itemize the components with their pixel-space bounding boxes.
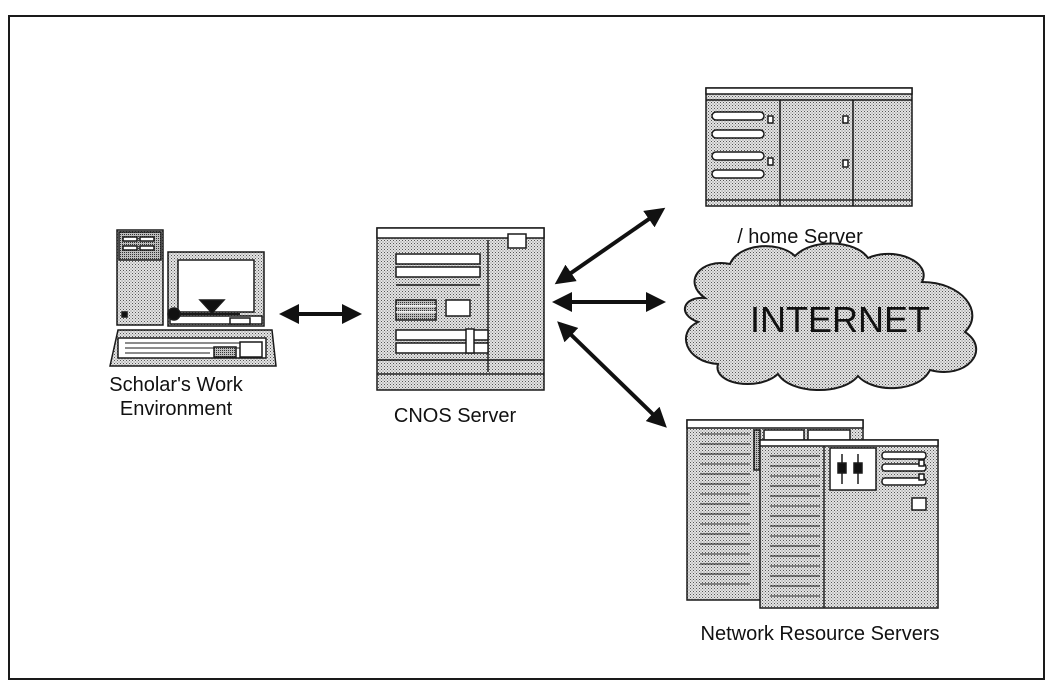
network-resource-servers-icon <box>686 419 939 609</box>
workstation-icon <box>109 229 277 367</box>
home-server-icon <box>705 87 913 207</box>
arrow-cnos-home <box>554 207 666 285</box>
scholar-label-line2: Environment <box>119 398 233 420</box>
scholar-work-environment-label: Scholar's Work Environment <box>96 373 256 421</box>
scholar-label-line1: Scholar's Work <box>109 374 243 396</box>
arrow-cnos-network-resources <box>557 321 667 428</box>
internet-label: INTERNET <box>750 299 930 340</box>
cnos-server-icon <box>376 227 545 391</box>
home-server-label: / home Server <box>737 226 863 248</box>
network-resource-servers-label: Network Resource Servers <box>700 623 940 645</box>
cnos-server-label: CNOS Server <box>393 405 517 427</box>
internet-cloud-icon <box>683 242 978 392</box>
